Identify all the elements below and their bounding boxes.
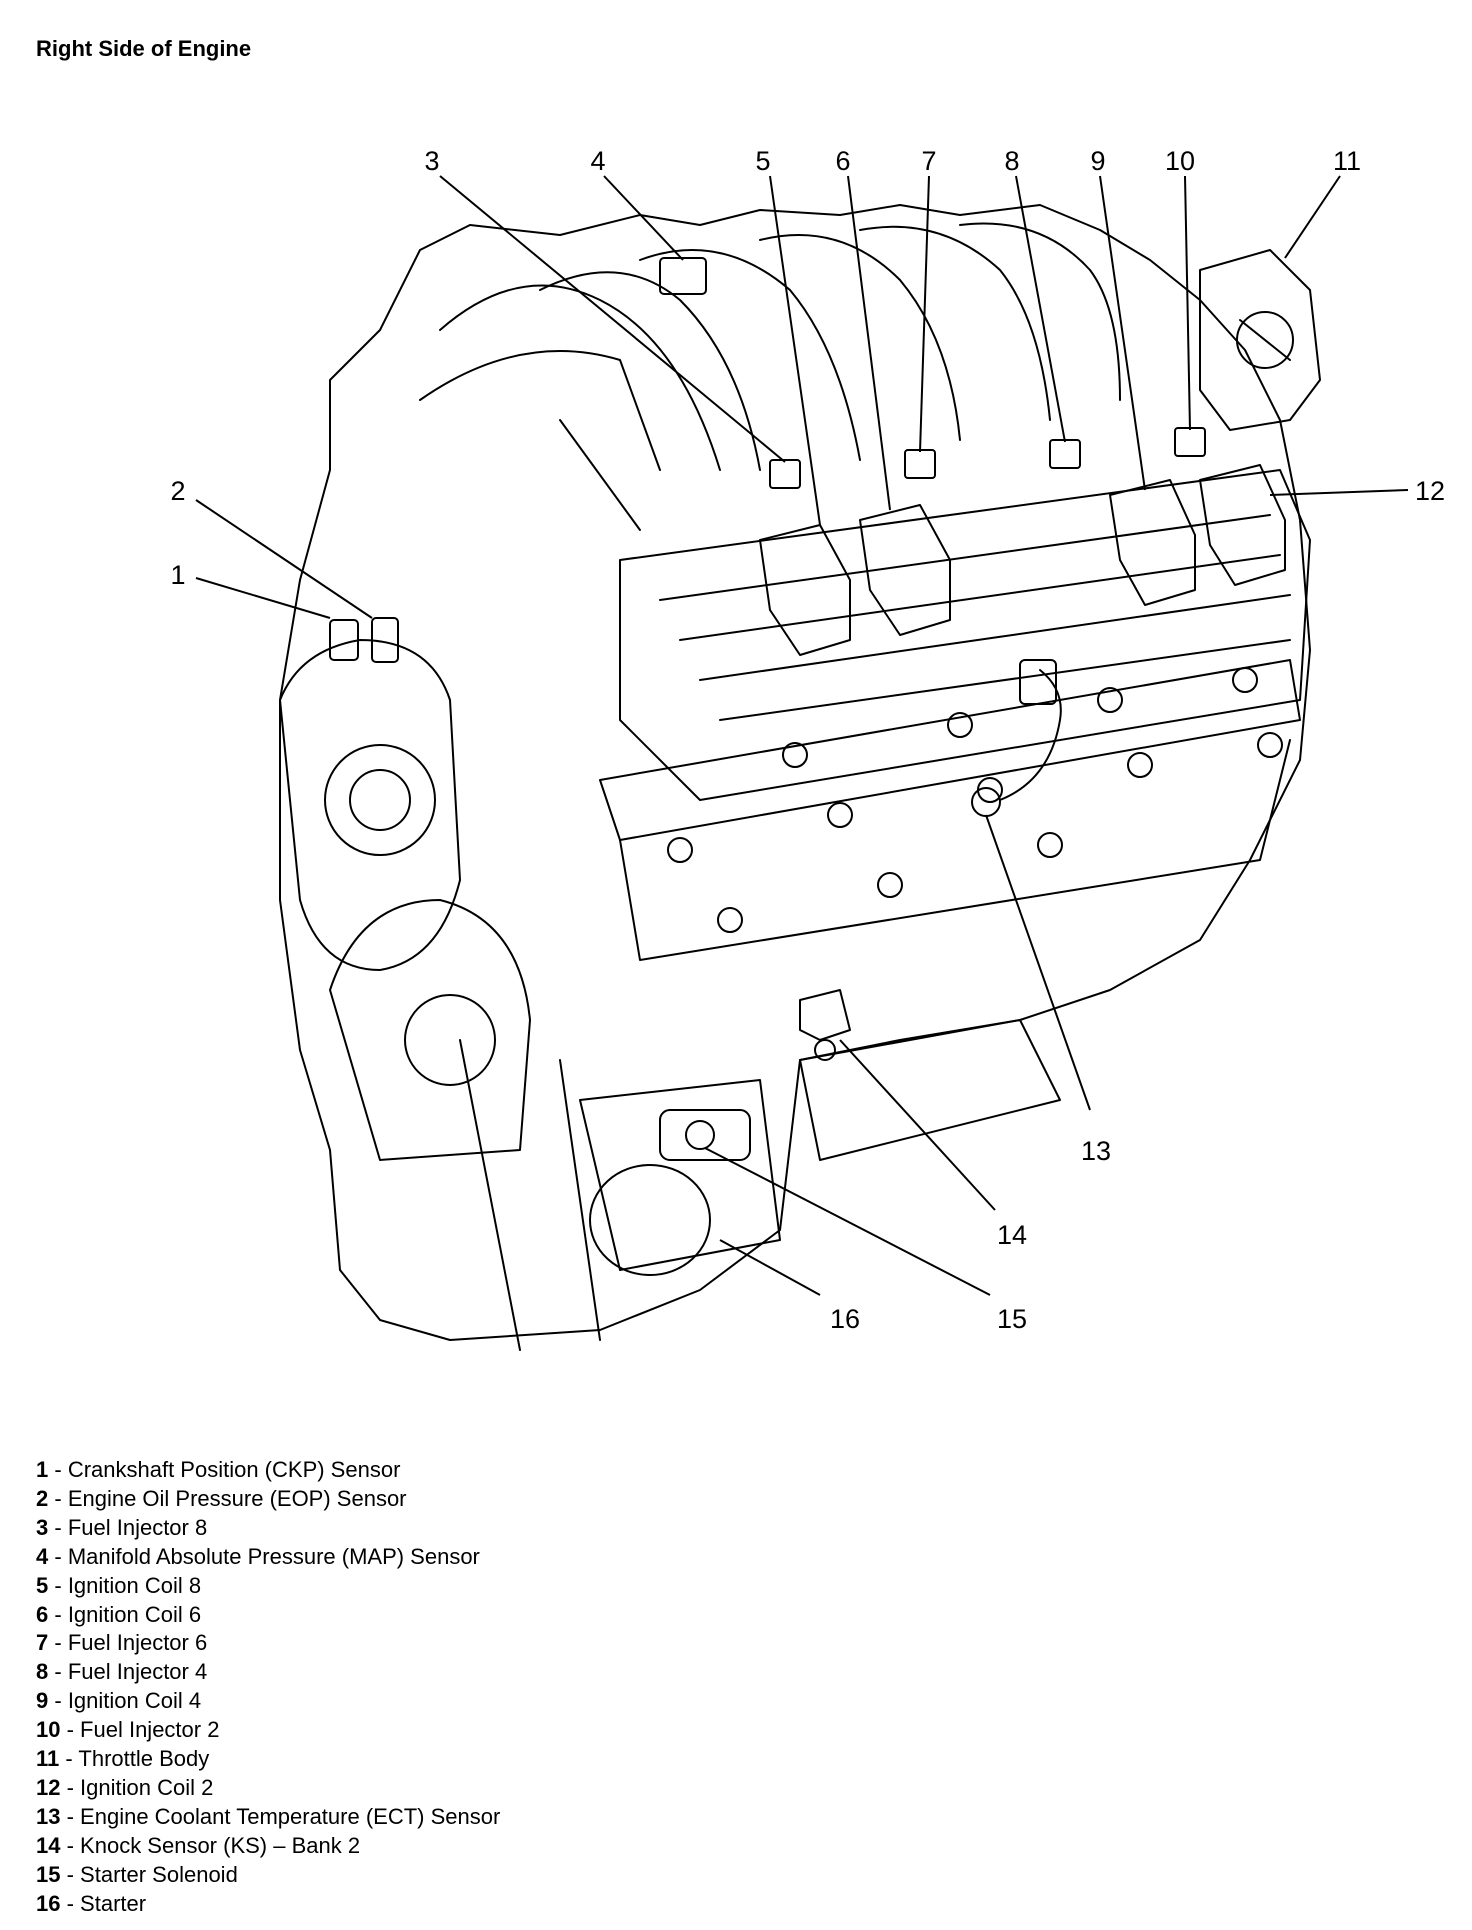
callout-11: 11	[1333, 146, 1361, 176]
callout-16: 16	[830, 1304, 860, 1334]
callout-labels: 1 2 3 4 5 6 7 8 9 10 11 12 13 14 15 16	[170, 146, 1445, 1334]
callout-3: 3	[424, 146, 439, 176]
callout-7: 7	[921, 146, 936, 176]
legend-item-15: 15 - Starter Solenoid	[36, 1861, 238, 1887]
legend-item-12: 12 - Ignition Coil 2	[36, 1774, 214, 1800]
legend-item-6: 6 - Ignition Coil 6	[36, 1601, 202, 1627]
legend-number: 3	[36, 1514, 49, 1540]
legend-number: 1	[36, 1457, 49, 1482]
leader-line-9	[1099, 175, 1146, 491]
legend-number: 9	[36, 1688, 49, 1714]
leader-line-8	[1015, 175, 1066, 443]
leader-line-15	[704, 1147, 991, 1296]
legend-number: 5	[36, 1572, 49, 1598]
legend-text: Ignition Coil 4	[67, 1688, 202, 1714]
legend-item-13: 13 - Engine Coolant Temperature (ECT) Se…	[36, 1803, 501, 1829]
leader-line-12	[1269, 489, 1409, 496]
legend-text: Fuel Injector 4	[67, 1659, 208, 1685]
legend-item-16: 16 - Starter	[36, 1890, 147, 1916]
legend-number: 10	[36, 1717, 61, 1743]
legend-number: 6	[36, 1601, 49, 1627]
callout-10: 10	[1165, 146, 1195, 176]
legend-number: 11	[36, 1746, 60, 1772]
leader-line-11	[1284, 175, 1341, 259]
engine-drawing	[279, 204, 1321, 1351]
callout-4: 4	[590, 146, 605, 176]
legend-item-11: 11 - Throttle Body	[36, 1746, 210, 1772]
legend-item-3: 3 - Fuel Injector 8	[36, 1514, 208, 1540]
callout-1: 1	[170, 560, 185, 590]
callout-14: 14	[997, 1220, 1027, 1250]
legend-text: Ignition Coil 2	[80, 1774, 214, 1800]
callout-8: 8	[1004, 146, 1019, 176]
legend-number: 13	[36, 1803, 61, 1829]
callout-2: 2	[170, 476, 185, 506]
legend-text: Throttle Body	[78, 1746, 210, 1772]
leader-line-16	[719, 1239, 821, 1296]
legend-number: 14	[36, 1832, 61, 1858]
legend-text: Crankshaft Position (CKP) Sensor	[67, 1457, 401, 1482]
legend-text: Fuel Injector 8	[67, 1514, 208, 1540]
legend-text: Engine Coolant Temperature (ECT) Sensor	[80, 1803, 501, 1829]
legend-text: Fuel Injector 6	[67, 1630, 208, 1656]
legend-item-14: 14 - Knock Sensor (KS) – Bank 2	[36, 1832, 361, 1858]
legend-item-1: 1 - Crankshaft Position (CKP) Sensor	[36, 1457, 401, 1482]
legend-text: Knock Sensor (KS) – Bank 2	[80, 1832, 361, 1858]
legend-item-5: 5 - Ignition Coil 8	[36, 1572, 202, 1598]
legend-text: Manifold Absolute Pressure (MAP) Sensor	[67, 1543, 480, 1569]
callout-9: 9	[1090, 146, 1105, 176]
leader-line-4	[603, 175, 684, 261]
leader-lines	[195, 175, 1409, 1296]
legend-item-2: 2 - Engine Oil Pressure (EOP) Sensor	[36, 1485, 407, 1511]
callout-12: 12	[1415, 476, 1445, 506]
callout-5: 5	[755, 146, 770, 176]
engine-diagram: 1 2 3 4 5 6 7 8 9 10 11 12 13 14 15 16	[170, 146, 1445, 1351]
legend-number: 16	[36, 1890, 61, 1916]
leader-line-3	[439, 175, 786, 463]
legend: 1 - Crankshaft Position (CKP) Sensor 2 -…	[36, 1456, 500, 1919]
legend-text: Ignition Coil 8	[67, 1572, 202, 1598]
leader-line-13	[985, 814, 1091, 1111]
callout-13: 13	[1081, 1136, 1111, 1166]
leader-line-7	[919, 175, 930, 453]
legend-item-8: 8 - Fuel Injector 4	[36, 1659, 208, 1685]
legend-text: Starter	[80, 1890, 147, 1916]
callout-6: 6	[835, 146, 850, 176]
legend-item-9: 9 - Ignition Coil 4	[36, 1688, 202, 1714]
legend-number: 15	[36, 1861, 61, 1887]
legend-number: 2	[36, 1485, 49, 1511]
legend-item-7: 7 - Fuel Injector 6	[36, 1630, 208, 1656]
leader-line-14	[839, 1039, 996, 1211]
leader-line-6	[847, 175, 891, 511]
legend-number: 4	[36, 1543, 49, 1569]
legend-text: Starter Solenoid	[80, 1861, 238, 1887]
leader-line-5	[769, 175, 821, 526]
legend-item-10: 10 - Fuel Injector 2	[36, 1717, 220, 1743]
legend-number: 8	[36, 1659, 49, 1685]
legend-text: Fuel Injector 2	[80, 1717, 220, 1743]
legend-text: Ignition Coil 6	[67, 1601, 202, 1627]
leader-line-10	[1184, 175, 1191, 431]
legend-item-4: 4 - Manifold Absolute Pressure (MAP) Sen…	[36, 1543, 480, 1569]
leader-line-2	[195, 499, 373, 619]
page-title: Right Side of Engine	[36, 36, 252, 61]
callout-15: 15	[997, 1304, 1027, 1334]
legend-number: 7	[36, 1630, 49, 1656]
legend-number: 12	[36, 1774, 61, 1800]
leader-line-1	[195, 577, 331, 619]
legend-text: Engine Oil Pressure (EOP) Sensor	[67, 1485, 407, 1511]
